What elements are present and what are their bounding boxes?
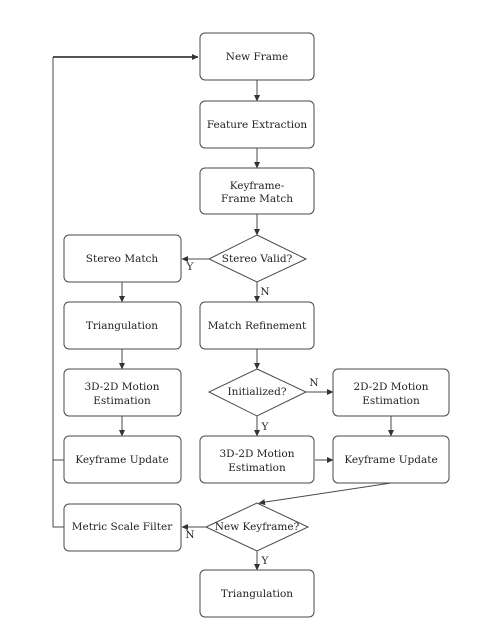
edge-label-initialized-no: N [309, 377, 318, 389]
edge-label-initialized-yes: Y [261, 421, 270, 433]
label-feature-extraction: Feature Extraction [207, 119, 308, 131]
edge-label-stereo-yes: Y [186, 261, 195, 273]
decision-stereo-valid [207, 234, 308, 283]
label-keyframe-update-right: Keyframe Update [344, 454, 437, 466]
node-3d2d-motion-mid [199, 435, 315, 484]
label-keyframe-match-1: Keyframe- [230, 180, 285, 192]
label-initialized: Initialized? [228, 386, 287, 398]
label-new-keyframe: New Keyframe? [215, 521, 300, 533]
label-keyframe-match-2: Frame Match [221, 193, 293, 205]
label-stereo-match: Stereo Match [86, 253, 159, 265]
label-3d2d-mid-1: 3D-2D Motion [219, 448, 294, 460]
decision-new-keyframe [204, 502, 310, 552]
label-3d2d-left-2: Estimation [93, 395, 151, 407]
label-stereo-valid: Stereo Valid? [222, 253, 293, 265]
edge-keyframeupdate-to-newkeyframe [258, 482, 392, 506]
node-match-refinement [199, 301, 315, 350]
node-metric-scale-filter [63, 503, 182, 552]
node-stereo-match [63, 234, 182, 283]
node-keyframe-frame-match [199, 167, 315, 215]
label-keyframe-update-left: Keyframe Update [75, 454, 168, 466]
label-2d2d-2: Estimation [362, 395, 420, 407]
label-3d2d-left-1: 3D-2D Motion [84, 381, 159, 393]
label-triangulation-bottom: Triangulation [221, 588, 293, 600]
edge-label-stereo-no: N [260, 286, 269, 298]
edge-label-newkf-yes: Y [261, 555, 270, 567]
node-new-frame [199, 32, 315, 81]
node-keyframe-update-right [332, 435, 450, 484]
edge-metricscale-loop [52, 57, 64, 528]
node-triangulation-left [63, 301, 182, 350]
decision-initialized [207, 368, 308, 417]
node-triangulation-bottom [199, 569, 315, 618]
label-2d2d-1: 2D-2D Motion [353, 381, 428, 393]
label-triangulation-left: Triangulation [86, 320, 158, 332]
node-keyframe-update-left [63, 435, 182, 484]
node-3d2d-motion-left [63, 368, 182, 417]
edge-label-newkf-no: N [185, 529, 194, 541]
label-new-frame: New Frame [226, 51, 288, 63]
label-match-refinement: Match Refinement [208, 320, 307, 332]
label-3d2d-mid-2: Estimation [228, 462, 286, 474]
node-2d2d-motion [332, 368, 450, 417]
label-metric-scale-filter: Metric Scale Filter [72, 521, 173, 533]
node-feature-extraction [199, 100, 315, 149]
